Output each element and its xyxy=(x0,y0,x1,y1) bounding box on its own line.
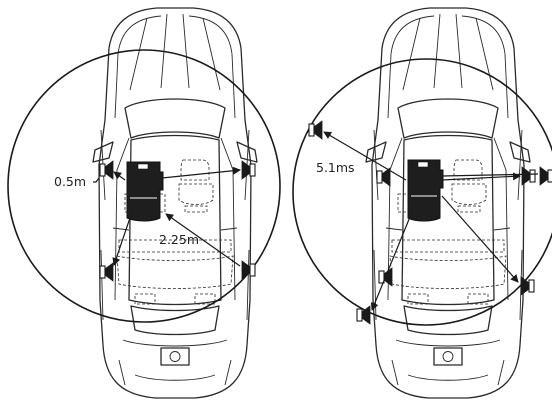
arrow-icon xyxy=(441,195,519,283)
car-outline-icon xyxy=(92,7,258,399)
speaker-icon xyxy=(99,160,114,180)
right-car-diagram: 5.1ms xyxy=(292,7,552,399)
arrow-icon xyxy=(161,166,241,179)
delay-label: 5.1ms xyxy=(316,160,355,175)
arrow-icon xyxy=(112,211,133,266)
arrow-icon xyxy=(323,131,407,181)
listening-area-circle xyxy=(7,49,281,323)
speaker-icon xyxy=(520,276,535,296)
arrow-icon xyxy=(113,171,126,181)
arrow-icon xyxy=(165,213,241,267)
near-distance-leader xyxy=(93,177,100,183)
speaker-icon xyxy=(99,262,114,282)
arrow-icon xyxy=(441,173,539,177)
listener-seat-icon xyxy=(407,159,444,222)
speaker-icon xyxy=(376,167,391,187)
arrow-icon xyxy=(441,172,521,181)
far-distance-label: 2.25m xyxy=(159,232,199,247)
left-car-diagram: 0.5m 2.25m xyxy=(7,7,281,399)
speaker-icon xyxy=(539,166,552,186)
listening-area-circle xyxy=(292,58,552,326)
speaker-icon xyxy=(308,120,323,140)
speaker-icon xyxy=(521,166,536,186)
arrow-icon xyxy=(370,211,413,311)
speaker-icon xyxy=(241,160,256,180)
near-distance-label: 0.5m xyxy=(54,174,86,189)
